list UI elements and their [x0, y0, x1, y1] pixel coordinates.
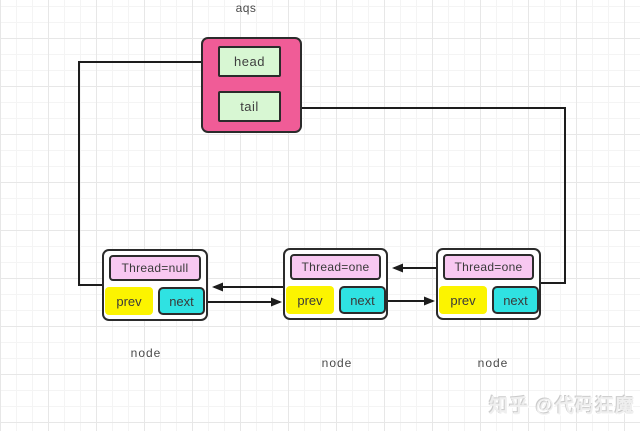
node-box-3: Thread=one prev next: [436, 248, 541, 320]
watermark: 知乎 @代码狂魔: [489, 396, 635, 417]
next-field: next: [492, 286, 539, 314]
aqs-box: head tail: [201, 37, 302, 133]
thread-field: Thread=one: [443, 254, 534, 280]
arrow-node3-to-tail: [284, 103, 566, 284]
node-caption-2: node: [321, 356, 353, 370]
prev-field: prev: [105, 287, 153, 315]
next-field: next: [158, 287, 205, 315]
thread-field: Thread=null: [109, 255, 201, 281]
aqs-title: aqs: [235, 1, 257, 15]
tail-field: tail: [218, 91, 281, 122]
node-caption-3: node: [477, 356, 509, 370]
prev-field: prev: [439, 286, 487, 314]
thread-field: Thread=one: [290, 254, 381, 280]
prev-field: prev: [286, 286, 334, 314]
node-caption-1: node: [130, 346, 162, 360]
node-box-1: Thread=null prev next: [102, 249, 208, 321]
head-field: head: [218, 46, 281, 77]
arrow-node1-to-head: [78, 57, 216, 286]
next-field: next: [339, 286, 386, 314]
node-box-2: Thread=one prev next: [283, 248, 388, 320]
